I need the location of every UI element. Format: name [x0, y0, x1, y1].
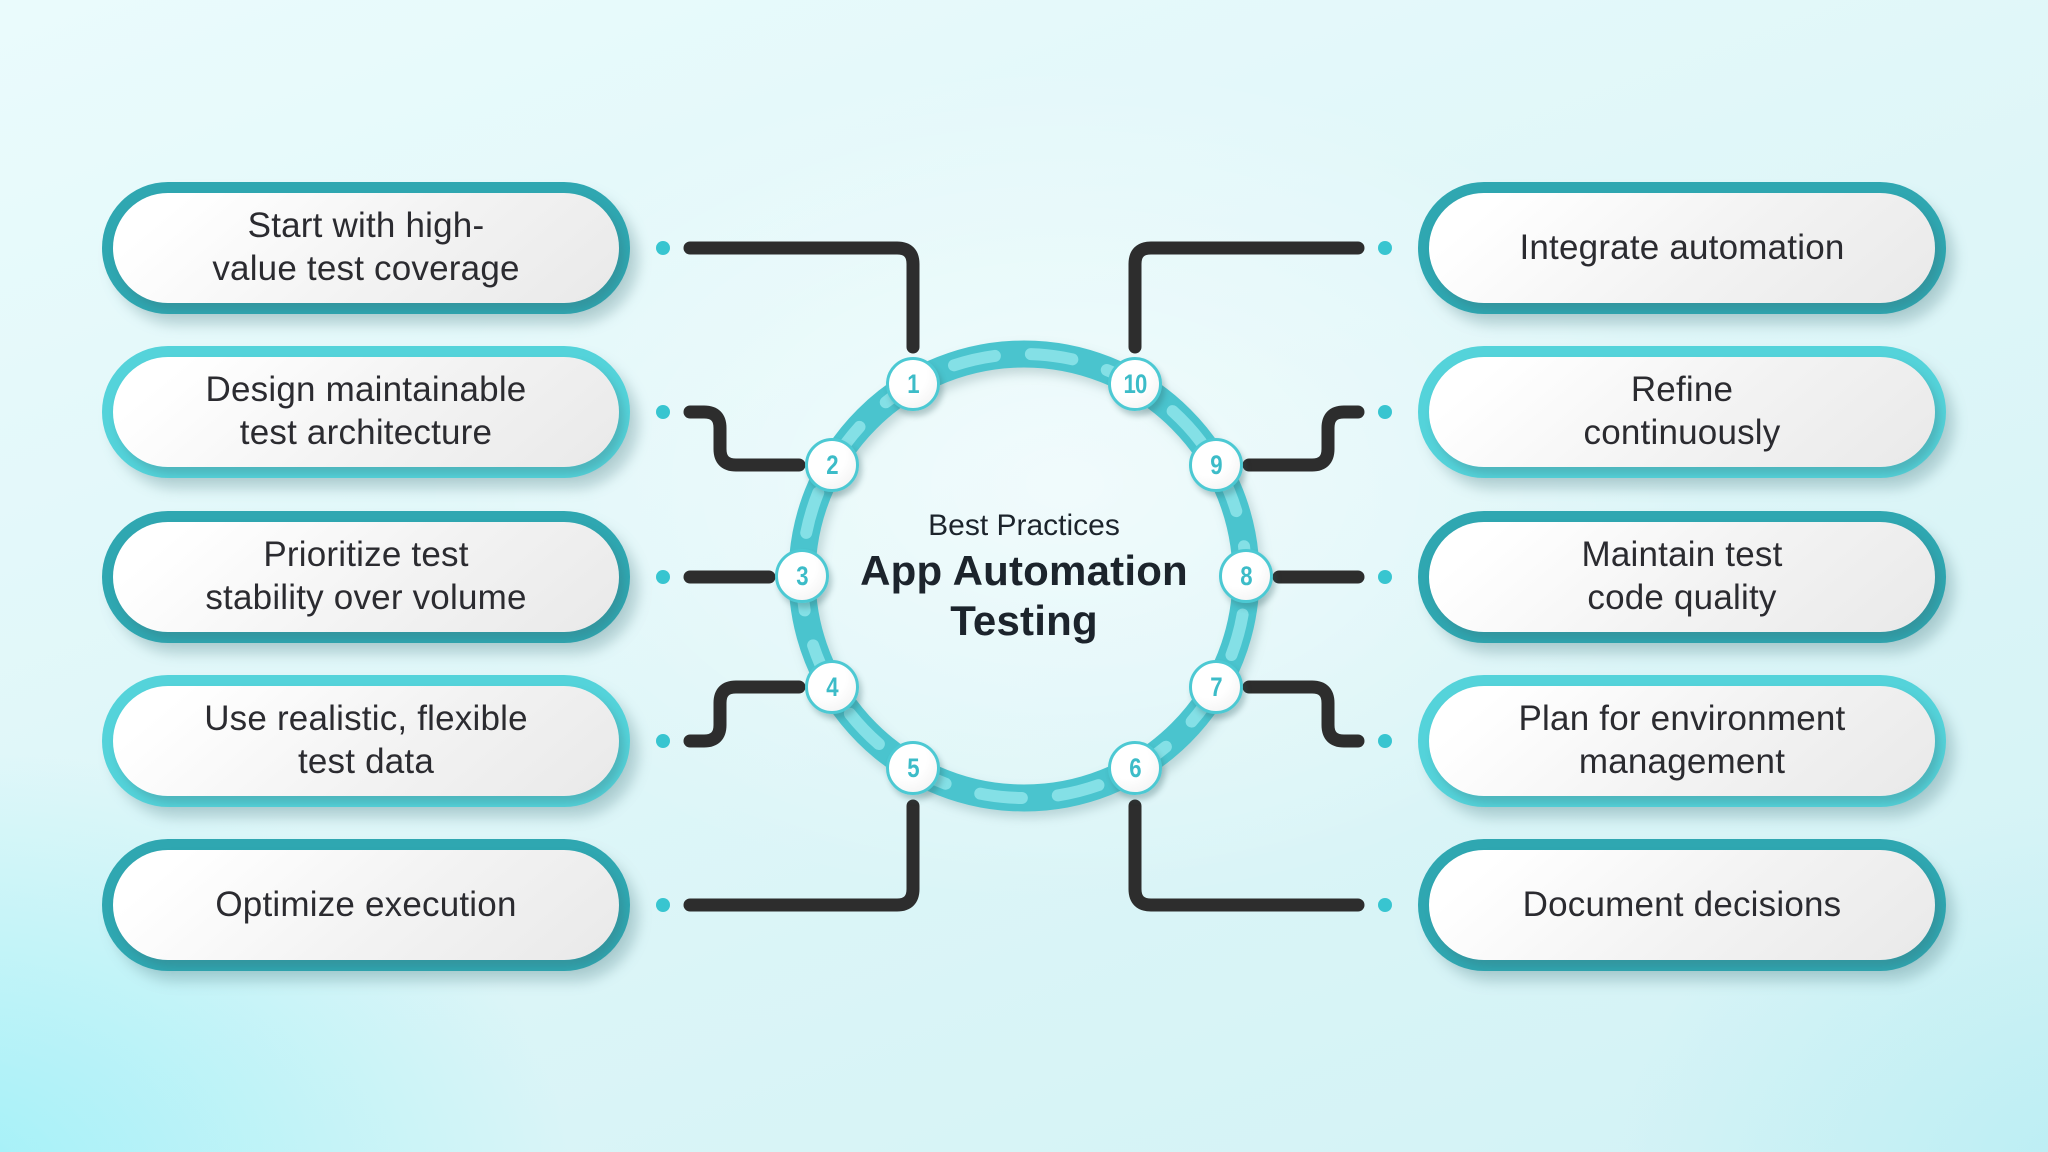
- dot-item-8: [1378, 570, 1392, 584]
- connector-9: [1242, 405, 1365, 472]
- connector-7: [1242, 680, 1365, 748]
- dot-item-9: [1378, 405, 1392, 419]
- pill-label: Document decisions: [1522, 884, 1842, 924]
- badge-number: 9: [1210, 449, 1222, 480]
- pill-inner: Start with high- value test coverage: [113, 193, 619, 303]
- badge-number: 1: [907, 368, 919, 399]
- connector-10: [1128, 241, 1365, 354]
- pill-label: Start with high- value test coverage: [212, 206, 520, 288]
- pill-inner: Prioritize test stability over volume: [113, 522, 619, 632]
- pill-label: Design maintainable test architecture: [205, 370, 527, 452]
- badge-6: 6: [1108, 741, 1162, 795]
- pill-integrate-automation: Integrate automation: [1418, 182, 1946, 314]
- connector-4: [683, 680, 806, 748]
- badge-10: 10: [1108, 357, 1162, 411]
- pill-label: Optimize execution: [215, 884, 517, 924]
- badge-1: 1: [886, 357, 940, 411]
- pill-environment-management: Plan for environment management: [1418, 675, 1946, 807]
- connector-6: [1128, 799, 1365, 912]
- pill-prioritize-stability: Prioritize test stability over volume: [102, 511, 630, 643]
- badge-number: 8: [1240, 560, 1252, 591]
- badge-number: 7: [1210, 671, 1222, 702]
- pill-inner: Maintain test code quality: [1429, 522, 1935, 632]
- dot-item-7: [1378, 734, 1392, 748]
- badge-number: 2: [826, 449, 838, 480]
- badge-number: 5: [907, 752, 919, 783]
- pill-label: Use realistic, flexible test data: [204, 699, 528, 781]
- connector-2: [683, 405, 806, 472]
- pill-document-decisions: Document decisions: [1418, 839, 1946, 971]
- connector-5: [683, 799, 920, 912]
- badge-5: 5: [886, 741, 940, 795]
- pill-realistic-test-data: Use realistic, flexible test data: [102, 675, 630, 807]
- pill-label: Maintain test code quality: [1581, 535, 1783, 617]
- pill-inner: Plan for environment management: [1429, 686, 1935, 796]
- center-title-block: Best Practices App Automation Testing: [814, 506, 1234, 646]
- center-title: App Automation Testing: [860, 547, 1188, 644]
- pill-inner: Optimize execution: [113, 850, 619, 960]
- pill-label: Plan for environment management: [1518, 699, 1846, 781]
- pill-inner: Use realistic, flexible test data: [113, 686, 619, 796]
- pill-label: Refine continuously: [1583, 370, 1781, 452]
- dot-item-10: [1378, 241, 1392, 255]
- pill-inner: Design maintainable test architecture: [113, 357, 619, 467]
- badge-7: 7: [1189, 660, 1243, 714]
- dot-item-5: [656, 898, 670, 912]
- center-subtitle: Best Practices: [928, 509, 1120, 542]
- pill-start-high-value-coverage: Start with high- value test coverage: [102, 182, 630, 314]
- badge-2: 2: [805, 438, 859, 492]
- pill-inner: Document decisions: [1429, 850, 1935, 960]
- connector-1: [683, 241, 920, 354]
- dot-item-2: [656, 405, 670, 419]
- pill-maintain-code-quality: Maintain test code quality: [1418, 511, 1946, 643]
- badge-number: 6: [1129, 752, 1141, 783]
- dot-item-1: [656, 241, 670, 255]
- dot-item-3: [656, 570, 670, 584]
- badge-4: 4: [805, 660, 859, 714]
- dot-item-6: [1378, 898, 1392, 912]
- badge-number: 10: [1123, 368, 1147, 399]
- badge-number: 3: [796, 560, 808, 591]
- dot-item-4: [656, 734, 670, 748]
- badge-number: 4: [826, 671, 838, 702]
- pill-refine-continuously: Refine continuously: [1418, 346, 1946, 478]
- pill-design-maintainable-architecture: Design maintainable test architecture: [102, 346, 630, 478]
- pill-inner: Refine continuously: [1429, 357, 1935, 467]
- pill-label: Prioritize test stability over volume: [205, 535, 527, 617]
- badge-8: 8: [1219, 549, 1273, 603]
- pill-inner: Integrate automation: [1429, 193, 1935, 303]
- badge-9: 9: [1189, 438, 1243, 492]
- pill-optimize-execution: Optimize execution: [102, 839, 630, 971]
- badge-3: 3: [775, 549, 829, 603]
- pill-label: Integrate automation: [1519, 227, 1845, 267]
